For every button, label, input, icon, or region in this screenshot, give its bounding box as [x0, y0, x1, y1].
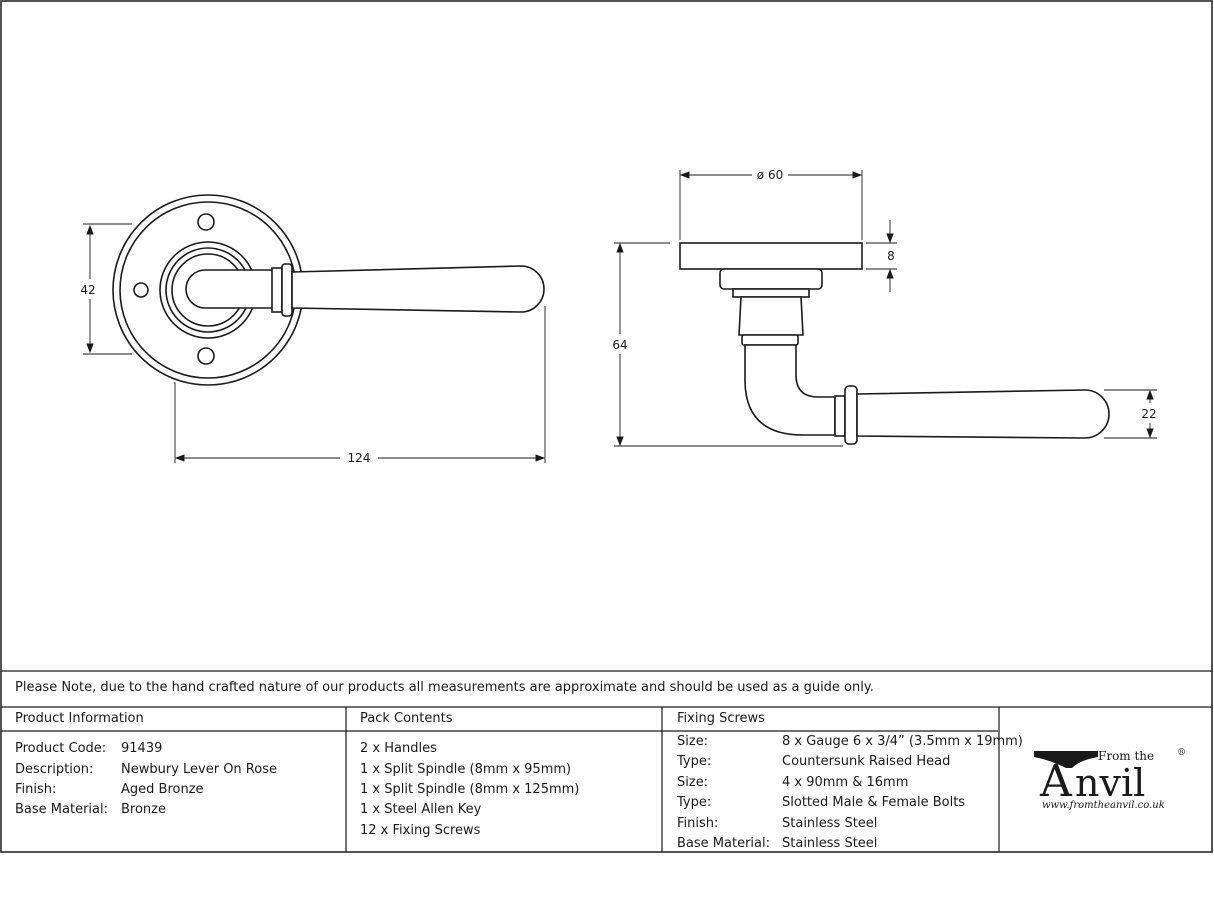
logo-registered-mark: ® — [1177, 748, 1186, 758]
pack-item: 1 x Steel Allen Key — [360, 802, 482, 817]
measurement-note: Please Note, due to the hand crafted nat… — [15, 680, 874, 695]
screw-spec-label: Type: — [677, 754, 712, 769]
boss-step-2 — [732, 288, 810, 298]
boss-step-1 — [719, 268, 823, 290]
dim-front-height: 42 — [80, 283, 95, 297]
dim-front-width: 124 — [348, 451, 371, 465]
screw-spec-value: 8 x Gauge 6 x 3/4” (3.5mm x 19mm) — [782, 734, 1023, 749]
screw-spec-label: Finish: — [677, 816, 719, 831]
pack-item: 1 x Split Spindle (8mm x 125mm) — [360, 782, 580, 797]
description-value: Newbury Lever On Rose — [121, 762, 277, 777]
base-material-label: Base Material: — [15, 802, 108, 817]
pack-item: 1 x Split Spindle (8mm x 95mm) — [360, 762, 572, 777]
front-view — [112, 194, 545, 386]
logo-from-the: From the — [1098, 749, 1154, 763]
pack-item: 2 x Handles — [360, 741, 437, 756]
logo-a-letter: A — [1039, 756, 1073, 807]
description-label: Description: — [15, 762, 94, 777]
screw-spec-value: Stainless Steel — [782, 816, 878, 831]
rose-plate — [679, 242, 863, 270]
side-dimensions — [614, 170, 1157, 447]
shank-collar — [741, 334, 799, 346]
screw-hole-top — [197, 213, 215, 231]
finish-label: Finish: — [15, 782, 57, 797]
product-info-header: Product Information — [15, 711, 144, 726]
shank — [738, 296, 804, 336]
logo-url: www.fromtheanvil.co.uk — [1042, 800, 1165, 811]
base-material-value: Bronze — [121, 802, 166, 817]
dim-projection: 64 — [612, 338, 627, 352]
lever-collar-1 — [271, 267, 283, 313]
screw-spec-value: Stainless Steel — [782, 836, 878, 851]
lever-elbow — [744, 344, 836, 436]
lever-neck — [185, 269, 272, 309]
side-view — [679, 242, 1110, 445]
spec-table-grid — [1, 670, 1212, 852]
screw-hole-left — [133, 282, 149, 298]
side-collar-1 — [834, 395, 846, 437]
product-code-label: Product Code: — [15, 741, 107, 756]
lever-collar-2 — [281, 263, 293, 317]
pack-item: 12 x Fixing Screws — [360, 823, 481, 838]
screw-spec-label: Size: — [677, 734, 709, 749]
pack-contents-header: Pack Contents — [360, 711, 453, 726]
anvil-icon — [1034, 751, 1098, 768]
anvil-logo: From the ® A nvil www.fromtheanvil.co.uk — [1034, 748, 1186, 811]
dim-lever-height: 22 — [1141, 407, 1156, 421]
fixing-screws-header: Fixing Screws — [677, 711, 765, 726]
screw-hole-bottom — [197, 347, 215, 365]
side-collar-2 — [844, 385, 858, 445]
product-code-value: 91439 — [121, 741, 163, 756]
lever-arm — [291, 265, 545, 313]
sheet-border — [0, 0, 1213, 853]
screw-spec-value: Countersunk Raised Head — [782, 754, 951, 769]
dim-rose-diameter: ø 60 — [757, 168, 783, 182]
front-dimensions — [83, 223, 546, 463]
screw-spec-label: Base Material: — [677, 836, 770, 851]
side-lever-arm — [856, 389, 1110, 439]
screw-spec-value: Slotted Male & Female Bolts — [782, 795, 966, 810]
screw-spec-label: Size: — [677, 775, 709, 790]
finish-value: Aged Bronze — [121, 782, 204, 797]
screw-spec-label: Type: — [677, 795, 712, 810]
screw-spec-value: 4 x 90mm & 16mm — [782, 775, 909, 790]
logo-nvil: nvil — [1075, 761, 1145, 805]
dim-rose-thickness: 8 — [887, 249, 895, 263]
